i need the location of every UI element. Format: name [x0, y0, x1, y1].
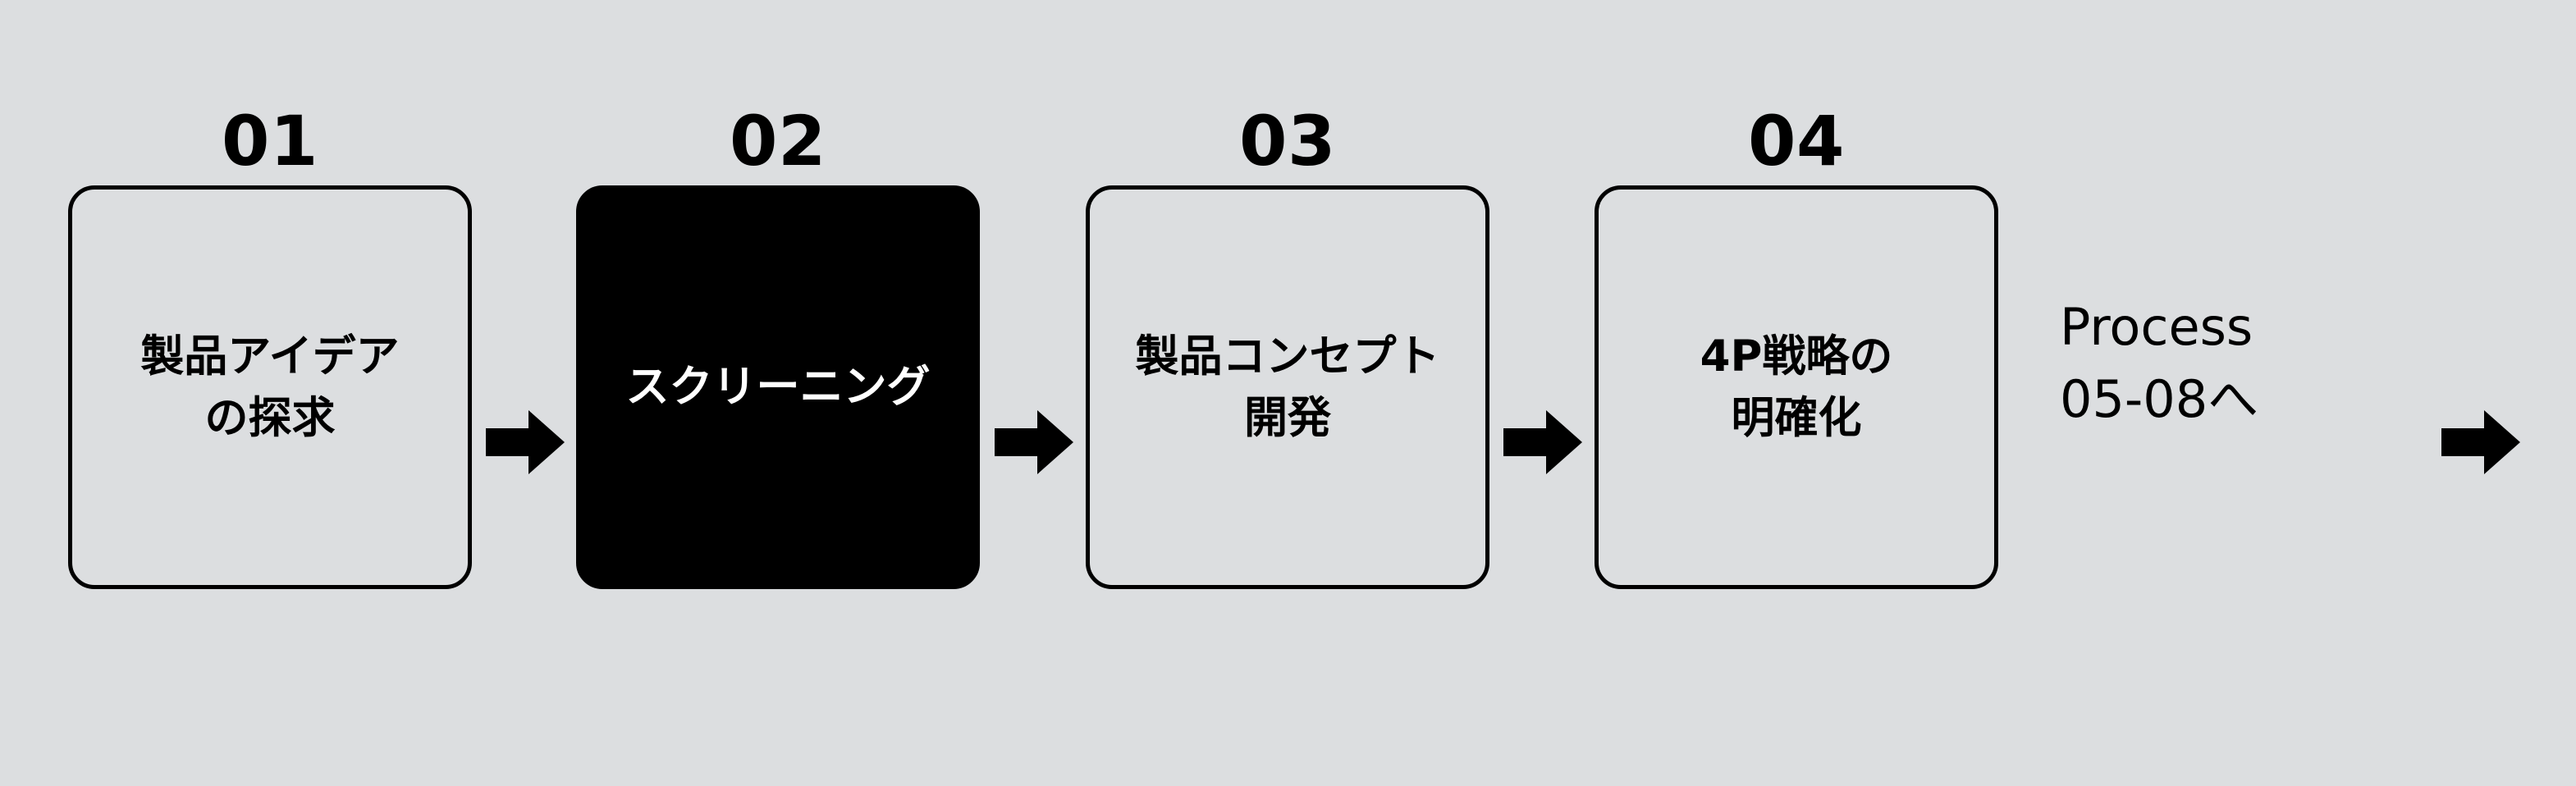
- continuation-label: Process 05-08へ: [2060, 291, 2421, 436]
- arrow-right-icon-3: [1503, 405, 1582, 479]
- step-label-02-line-1: スクリーニング: [625, 362, 931, 413]
- step-label-04-line-2: 明確化: [1731, 393, 1862, 443]
- step-label-03-line-1: 製品コンセプト: [1135, 331, 1440, 382]
- continuation-line-1: Process: [2060, 297, 2253, 357]
- step-label-01-line-1: 製品アイデア: [140, 331, 400, 382]
- process-step-04[interactable]: 04 4P戦略の 明確化: [1595, 107, 1998, 589]
- continuation-line-2: 05-08へ: [2060, 369, 2259, 430]
- step-box-01[interactable]: 製品アイデア の探求: [68, 185, 472, 589]
- arrow-right-icon-4: [2441, 405, 2520, 479]
- step-label-01-line-2: の探求: [204, 393, 336, 443]
- step-label-03-line-2: 開発: [1244, 393, 1331, 443]
- step-number-03: 03: [1239, 101, 1336, 181]
- step-box-04[interactable]: 4P戦略の 明確化: [1595, 185, 1998, 589]
- step-label-04-line-1: 4P戦略の: [1700, 331, 1893, 382]
- step-number-01: 01: [222, 101, 318, 181]
- process-step-03[interactable]: 03 製品コンセプト 開発: [1086, 107, 1489, 589]
- step-box-02[interactable]: スクリーニング: [576, 185, 980, 589]
- step-number-04: 04: [1748, 101, 1845, 181]
- process-step-02[interactable]: 02 スクリーニング: [576, 107, 980, 589]
- step-box-03[interactable]: 製品コンセプト 開発: [1086, 185, 1489, 589]
- step-number-02: 02: [730, 101, 826, 181]
- arrow-right-icon-2: [995, 405, 1073, 479]
- process-step-01[interactable]: 01 製品アイデア の探求: [68, 107, 472, 589]
- arrow-right-icon-1: [486, 405, 565, 479]
